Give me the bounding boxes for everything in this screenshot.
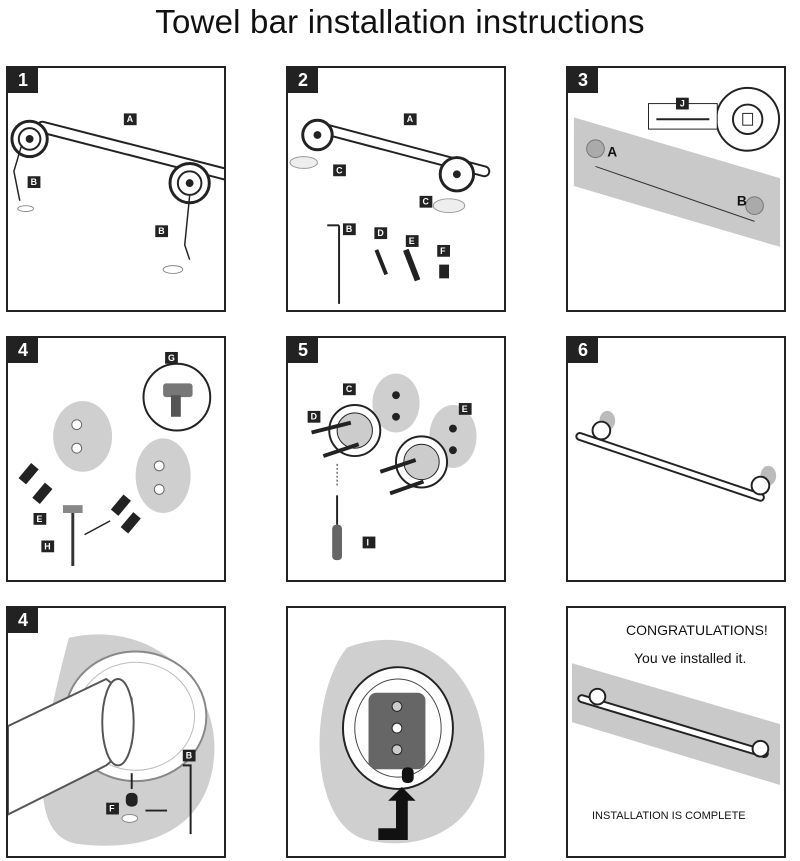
step-number: 2 [288,68,318,93]
mount-bracket-left [301,118,334,152]
congrats-message: You ve installed it. [634,650,747,666]
label-f: F [109,804,115,814]
step-6-panel: 6 [566,336,786,582]
label-d: D [377,228,383,238]
hex-key-icon [182,764,192,835]
installed-bar-diagram [571,663,781,786]
step-number: 3 [568,68,598,93]
label-c: C [423,197,430,207]
wall [573,117,781,247]
step-number: 4 [8,338,38,363]
cap-f [439,264,450,279]
label-c: C [346,384,353,394]
step-6-diagram [575,410,777,502]
step-3-diagram: A B J [573,86,781,247]
page-title: Towel bar installation instructions [155,3,645,40]
step-5-diagram: C D E I [307,373,477,561]
label-f: F [440,246,446,256]
label-g: G [168,353,175,363]
step-1-diagram: B A B [10,113,224,274]
arrow-icon [378,786,416,840]
step-5-panel: 5 C D E I [286,336,506,582]
mount-bracket-left [10,119,49,159]
anchor-e [403,248,421,282]
step-3-panel: 3 A B J [566,66,786,312]
completion-note: INSTALLATION IS COMPLETE [592,810,746,822]
bracket-detail-diagram: B F [8,634,215,846]
label-i: I [367,537,369,547]
label-d: D [311,412,317,422]
cap-detail-panel [286,606,506,858]
step-number: 5 [288,338,318,363]
label-b: B [186,751,192,761]
step-2-panel: 2 A C C B D E F [286,66,506,312]
label-e: E [409,236,415,246]
label-a: A [407,114,414,124]
label-b: B [158,226,164,236]
mount-bracket-right [438,156,476,193]
step-number: 1 [8,68,38,93]
step-number: 4 [8,608,38,633]
label-j: J [680,99,685,109]
step-1-panel: 1 B A B [6,66,226,312]
label-b: B [31,177,37,187]
step-4-detail-panel: 4 B F [6,606,226,858]
mount-bracket-right [168,162,211,205]
step-4-diagram: G E H [18,351,212,567]
step-4-panel: 4 G E H [6,336,226,582]
step-2-diagram: A C C B D E F [289,113,491,304]
label-a: A [127,114,134,124]
step-number: 6 [568,338,598,363]
label-e: E [462,404,468,414]
label-b: B [346,224,352,234]
screw-d [374,249,389,276]
cap-f [125,792,138,807]
label-h: H [44,541,50,551]
label-e: E [36,514,42,524]
label-c: C [336,165,343,175]
drill-icon [163,383,193,398]
label-a: A [607,145,617,160]
complete-panel: CONGRATULATIONS! You ve installed it. IN… [566,606,786,858]
label-b: B [737,194,747,209]
congrats-heading: CONGRATULATIONS! [626,622,768,638]
cap-detail-diagram [319,639,485,844]
